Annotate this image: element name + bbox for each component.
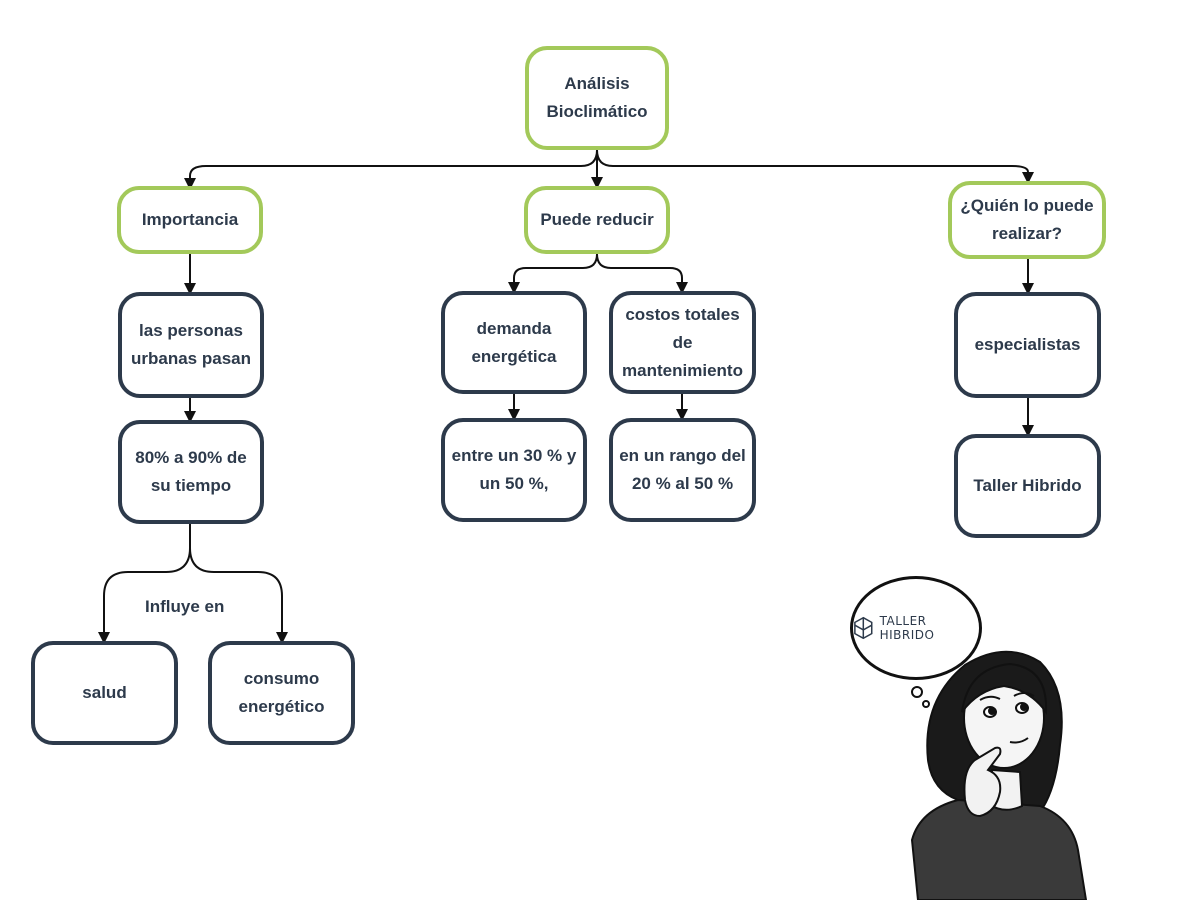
branch-quien: ¿Quién lo puede realizar? (948, 181, 1106, 259)
branch-puede-reducir-label: Puede reducir (540, 210, 654, 229)
root-label: Análisis Bioclimático (546, 74, 648, 121)
connector-tiempo-consumo (189, 547, 288, 644)
root-node: Análisis Bioclimático (525, 46, 669, 150)
bubble-logo-text: TALLER HIBRIDO (879, 614, 935, 642)
node-demanda: demanda energética (441, 291, 587, 394)
connector-root-importancia (184, 149, 598, 190)
branch-quien-label: ¿Quién lo puede realizar? (960, 196, 1094, 243)
connector-root-quien (596, 149, 1034, 184)
connector-reducir-costos (596, 253, 688, 294)
node-costos: costos totales de mantenimiento (609, 291, 756, 394)
node-demanda-label: demanda energética (471, 318, 557, 366)
taller-hibrido-logo-icon (854, 616, 873, 640)
node-salud: salud (31, 641, 178, 745)
influye-label: Influye en (145, 597, 225, 616)
node-demanda-valor-label: entre un 30 % y un 50 %, (451, 446, 577, 493)
node-costos-valor: en un rango del 20 % al 50 % (609, 418, 756, 522)
woman-illustration (910, 650, 1088, 900)
node-taller-label: Taller Hibrido (973, 476, 1082, 495)
connector-tiempo-salud (98, 524, 191, 644)
thought-dot-small (922, 700, 930, 708)
node-consumo: consumo energético (208, 641, 355, 745)
thought-dot-large (911, 686, 923, 698)
node-personas-label: las personas urbanas pasan (131, 321, 251, 368)
node-tiempo-label: 80% a 90% de su tiempo (135, 448, 247, 495)
branch-importancia: Importancia (117, 186, 263, 254)
thought-bubble: TALLER HIBRIDO (850, 576, 982, 680)
node-especialistas: especialistas (954, 292, 1101, 398)
connector-reducir-demanda (508, 253, 598, 294)
branch-puede-reducir: Puede reducir (524, 186, 670, 254)
branch-importancia-label: Importancia (141, 210, 239, 229)
node-especialistas-label: especialistas (974, 335, 1081, 354)
node-demanda-valor: entre un 30 % y un 50 %, (441, 418, 587, 522)
node-tiempo: 80% a 90% de su tiempo (118, 420, 264, 524)
node-consumo-label: consumo energético (238, 669, 325, 716)
node-costos-valor-label: en un rango del 20 % al 50 % (619, 446, 746, 493)
node-taller: Taller Hibrido (954, 434, 1101, 538)
node-personas: las personas urbanas pasan (118, 292, 264, 398)
node-salud-label: salud (82, 683, 127, 702)
node-costos-label: costos totales de mantenimiento (622, 304, 743, 380)
